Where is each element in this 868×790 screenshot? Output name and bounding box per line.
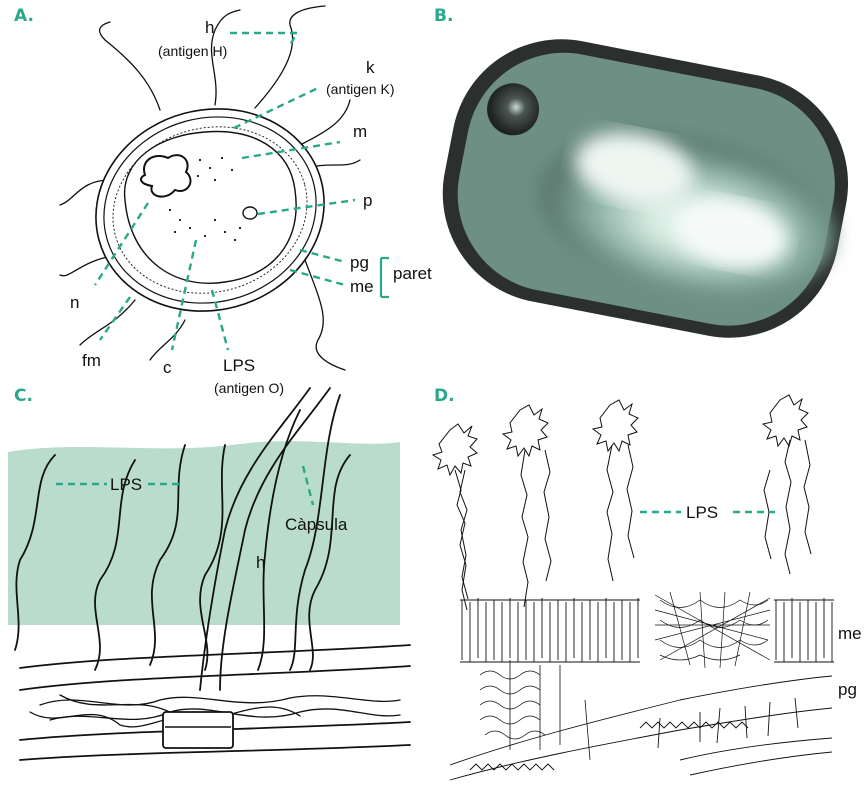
- plasmid: [243, 207, 257, 219]
- porin-protein: [655, 592, 770, 668]
- lipoproteins: [480, 660, 590, 760]
- panel-d-molecular-model: LPS me pg: [433, 395, 862, 780]
- label-d-me: me: [838, 624, 862, 643]
- label-antigen-o: (antigen O): [214, 380, 284, 396]
- label-d-lps: LPS: [686, 503, 718, 522]
- label-c: c: [163, 358, 172, 377]
- label-c-h: h: [256, 553, 265, 572]
- lps-molecules: [433, 395, 811, 610]
- outer-membrane-bilayer: [460, 598, 834, 662]
- label-fm: fm: [82, 351, 101, 370]
- label-antigen-h: (antigen H): [158, 43, 227, 59]
- label-lps: LPS: [223, 356, 255, 375]
- label-k: k: [366, 58, 375, 77]
- paret-bracket: [381, 258, 389, 297]
- panel-b-micrograph: [424, 20, 867, 356]
- label-h: h: [205, 18, 214, 37]
- label-paret: paret: [393, 264, 432, 283]
- label-p: p: [363, 191, 372, 210]
- label-pg: pg: [350, 253, 369, 272]
- label-me: me: [350, 277, 374, 296]
- label-n: n: [70, 293, 79, 312]
- label-c-lps: LPS: [110, 475, 142, 494]
- panel-a-bacterium: h (antigen H) k (antigen K) m p pg me pa…: [60, 6, 432, 396]
- label-capsula: Càpsula: [285, 515, 348, 534]
- peptidoglycan-layer: [450, 676, 832, 780]
- label-d-pg: pg: [838, 680, 857, 699]
- label-m: m: [353, 122, 367, 141]
- panel-c-capsule: LPS Càpsula h: [8, 388, 410, 760]
- basal-body: [163, 712, 233, 748]
- label-antigen-k: (antigen K): [326, 81, 394, 97]
